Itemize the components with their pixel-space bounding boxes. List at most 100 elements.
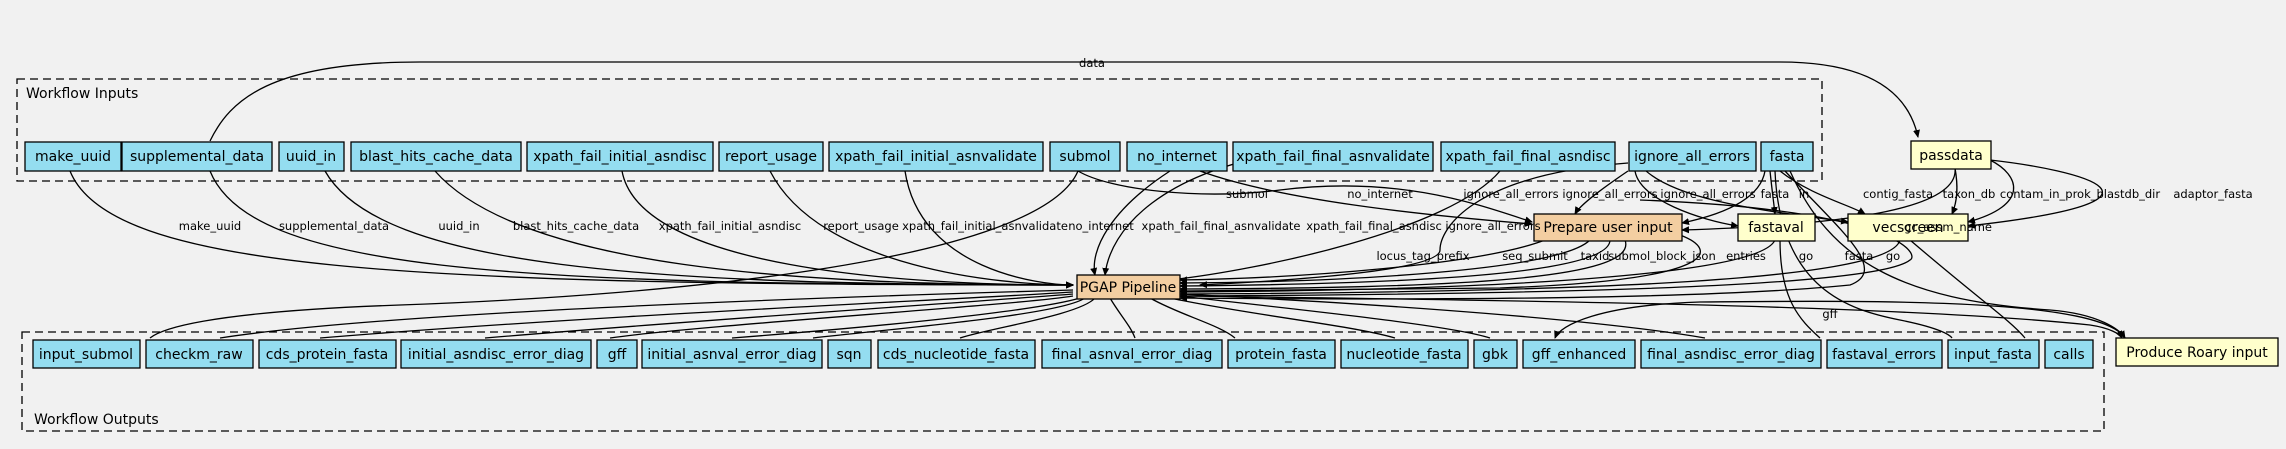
edge-label-submol-prep: submol — [1226, 187, 1268, 201]
node-pgap-pipeline-label: PGAP Pipeline — [1080, 280, 1177, 296]
edge-label-go-fastaval: go — [1799, 249, 1813, 263]
node-calls[interactable]: calls — [2044, 339, 2094, 369]
edge-label-locus-tag-prefix: locus_tag_prefix — [1376, 249, 1469, 263]
edge-go-fastaval — [1179, 239, 1776, 296]
node-xpath-fail-initial-asndisc-label: xpath_fail_initial_asndisc — [533, 149, 706, 165]
edge-roary-gff-enhanced — [1554, 300, 2126, 339]
node-final-asnval-error-diag[interactable]: final_asnval_error_diag — [1041, 339, 1223, 369]
node-gff-enhanced[interactable]: gff_enhanced — [1522, 339, 1636, 369]
node-passdata[interactable]: passdata — [1910, 140, 1992, 170]
node-xpath-fail-initial-asndisc[interactable]: xpath_fail_initial_asndisc — [526, 141, 714, 172]
edge-out-sqn — [812, 297, 1086, 339]
edge-label-no-internet-pgap: no_internet — [1068, 219, 1134, 233]
edge-fasta-roary — [1789, 170, 2126, 339]
node-report-usage[interactable]: report_usage — [718, 141, 824, 172]
node-produce-roary-input-label: Produce Roary input — [2126, 345, 2268, 361]
node-passdata-label: passdata — [1919, 148, 1983, 164]
node-checkm-raw-label: checkm_raw — [155, 347, 242, 363]
node-report-usage-label: report_usage — [725, 149, 817, 165]
edge-out-checkm-raw — [219, 289, 1074, 339]
edge-label-data: data — [1079, 56, 1105, 70]
node-ignore-all-errors[interactable]: ignore_all_errors — [1628, 141, 1757, 172]
edge-uuid-in — [324, 170, 1074, 289]
node-cds-protein-fasta-label: cds_protein_fasta — [266, 347, 389, 363]
node-xpath-fail-final-asndisc[interactable]: xpath_fail_final_asndisc — [1440, 141, 1616, 172]
edge-label-blast-hits-cache-data: blast_hits_cache_data — [513, 219, 639, 233]
node-vecscreen[interactable]: vecscreen — [1847, 213, 1969, 242]
node-xpath-fail-initial-asnvalidate[interactable]: xpath_fail_initial_asnvalidate — [828, 141, 1044, 172]
node-fastaval[interactable]: fastaval — [1737, 213, 1816, 242]
node-supplemental-data[interactable]: supplemental_data — [121, 141, 273, 172]
node-submol[interactable]: submol — [1049, 141, 1121, 172]
node-no-internet[interactable]: no_internet — [1126, 141, 1228, 172]
node-gff[interactable]: gff — [596, 339, 638, 369]
edge-label-fasta-pgap: fasta — [1845, 249, 1874, 263]
node-fastaval-errors[interactable]: fastaval_errors — [1826, 339, 1943, 369]
node-initial-asnval-error-diag[interactable]: initial_asnval_error_diag — [641, 339, 823, 369]
node-cds-protein-fasta[interactable]: cds_protein_fasta — [258, 339, 397, 369]
edge-label-make-uuid: make_uuid — [179, 219, 241, 233]
node-uuid-in[interactable]: uuid_in — [278, 141, 345, 172]
node-protein-fasta[interactable]: protein_fasta — [1227, 339, 1336, 369]
node-final-asnval-error-diag-label: final_asnval_error_diag — [1052, 347, 1213, 363]
edge-out-final-asnval — [1109, 297, 1136, 339]
node-produce-roary-input[interactable]: Produce Roary input — [2115, 337, 2279, 367]
edge-supplemental-data — [209, 170, 1074, 289]
node-fasta[interactable]: fasta — [1760, 141, 1814, 172]
node-xpath-fail-final-asnvalidate-label: xpath_fail_final_asnvalidate — [1236, 149, 1430, 165]
edge-label-supplemental-data: supplemental_data — [279, 219, 389, 233]
node-blast-hits-cache-data[interactable]: blast_hits_cache_data — [350, 141, 522, 172]
edges — [69, 61, 2126, 339]
node-checkm-raw[interactable]: checkm_raw — [145, 339, 254, 369]
edge-xpath-fail-final-asndisc — [1169, 170, 1501, 283]
edge-label-submol-block-json: submol_block_json — [1608, 249, 1716, 263]
input-nodes: make_uuid supplemental_data uuid_in blas… — [24, 141, 1814, 172]
edge-no-internet-prep — [1199, 170, 1533, 227]
output-nodes: input_submol checkm_raw cds_protein_fast… — [32, 339, 2094, 369]
node-make-uuid[interactable]: make_uuid — [24, 141, 122, 172]
node-nucleotide-fasta-label: nucleotide_fasta — [1346, 347, 1461, 363]
edge-xpath-fail-initial-asnvalidate — [904, 170, 1074, 289]
edge-ignore-all-errors-pgap — [1199, 162, 1629, 289]
node-protein-fasta-label: protein_fasta — [1235, 347, 1327, 363]
edge-label-fasta-in: in — [1799, 187, 1809, 201]
node-xpath-fail-final-asnvalidate[interactable]: xpath_fail_final_asnvalidate — [1232, 141, 1434, 172]
node-sqn[interactable]: sqn — [827, 339, 872, 369]
edge-out-initial-asnval — [731, 297, 1081, 339]
node-initial-asndisc-error-diag[interactable]: initial_asndisc_error_diag — [400, 339, 592, 369]
edge-label-ignore-all-errors-fastaval: ignore_all_errors — [1562, 187, 1657, 201]
edge-taxid — [1179, 239, 1611, 290]
edge-out-cds-protein-fasta — [319, 291, 1074, 339]
edge-xpath-fail-initial-asndisc — [621, 170, 1074, 289]
node-gbk[interactable]: gbk — [1473, 339, 1518, 369]
node-cds-nucleotide-fasta[interactable]: cds_nucleotide_fasta — [877, 339, 1036, 369]
node-nucleotide-fasta[interactable]: nucleotide_fasta — [1340, 339, 1469, 369]
edge-out-cds-nucleotide — [959, 297, 1096, 339]
workflow-inputs-cluster — [16, 78, 1823, 182]
node-input-submol[interactable]: input_submol — [32, 339, 141, 369]
edge-blast-hits-cache-data — [434, 170, 1074, 289]
node-ignore-all-errors-label: ignore_all_errors — [1634, 149, 1750, 165]
edge-fastaval-errors — [1779, 239, 1821, 339]
node-gff-label: gff — [608, 347, 627, 363]
node-submol-label: submol — [1059, 149, 1110, 165]
edge-label-xpath-fail-initial-asnvalidate: xpath_fail_initial_asnvalidate — [902, 219, 1068, 233]
edge-label-fasta-prep: fasta — [1761, 187, 1790, 201]
node-final-asndisc-error-diag[interactable]: final_asndisc_error_diag — [1640, 339, 1822, 369]
edge-passdata-vecscreen-adaptor — [1967, 159, 2103, 229]
edge-label-go-vecscreen: go — [1886, 249, 1900, 263]
edge-passdata-vecscreen-taxon — [1951, 167, 1958, 215]
edge-label-ignore-all-errors-pgap: ignore_all_errors — [1445, 219, 1540, 233]
edge-passdata-vecscreen-contam — [1967, 159, 2015, 224]
edge-label-no-internet-prep: no_internet — [1347, 187, 1413, 201]
node-cds-nucleotide-fasta-label: cds_nucleotide_fasta — [883, 347, 1029, 363]
edge-locus-tag-prefix — [1179, 239, 1546, 284]
node-input-fasta[interactable]: input_fasta — [1947, 339, 2040, 369]
node-prepare-user-input-label: Prepare user input — [1543, 220, 1673, 236]
edge-fasta-prep — [1681, 170, 1766, 225]
node-no-internet-label: no_internet — [1137, 149, 1217, 165]
node-pgap-pipeline[interactable]: PGAP Pipeline — [1076, 274, 1181, 300]
node-xpath-fail-final-asndisc-label: xpath_fail_final_asndisc — [1445, 149, 1610, 165]
node-prepare-user-input[interactable]: Prepare user input — [1533, 213, 1683, 242]
